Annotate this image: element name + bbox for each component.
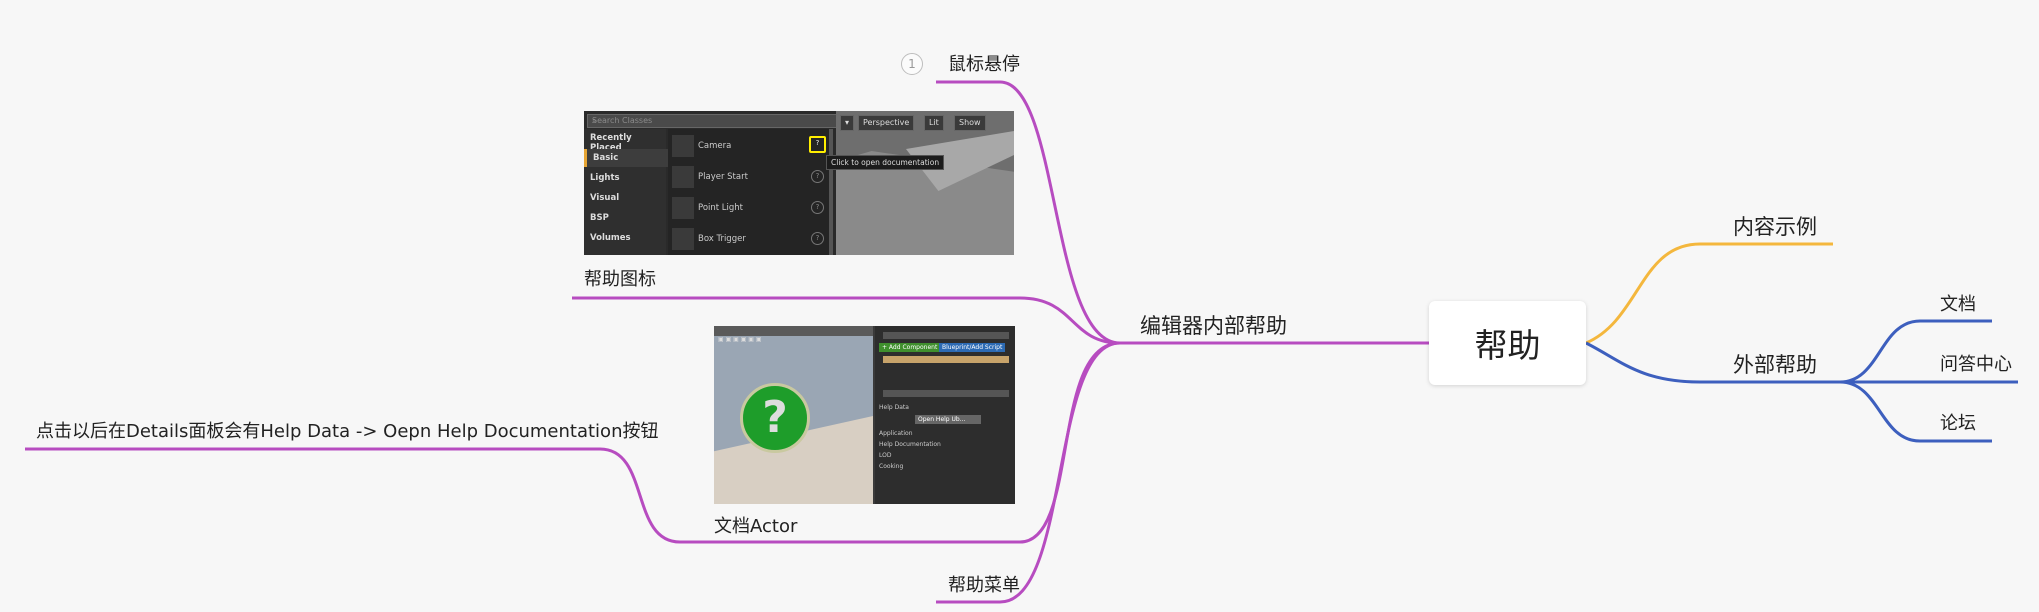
actor-row: Point Light? bbox=[668, 193, 830, 223]
node-help-menu[interactable]: 帮助菜单 bbox=[948, 575, 1020, 596]
box-trigger-icon bbox=[672, 228, 694, 250]
actor-row: Player Start? bbox=[668, 162, 830, 192]
search-classes-field: Search Classes ⌕ bbox=[587, 114, 837, 128]
edge-editor-to-help-icon bbox=[572, 296, 1121, 345]
name-field bbox=[883, 332, 1009, 339]
node-editor-help[interactable]: 编辑器内部帮助 bbox=[1140, 314, 1287, 338]
node-mouse-hover[interactable]: 鼠标悬停 bbox=[948, 54, 1020, 75]
category-list: Recently Placed Basic Lights Visual BSP … bbox=[584, 129, 669, 255]
node-help-icon[interactable]: 帮助图标 bbox=[584, 269, 656, 290]
component-row bbox=[883, 356, 1009, 363]
details-section: Application bbox=[879, 430, 913, 437]
node-qa-center[interactable]: 问答中心 bbox=[1940, 354, 2012, 375]
details-panel: + Add Component ▾ Blueprint/Add Script H… bbox=[875, 326, 1015, 504]
edge-doc-actor-to-note bbox=[25, 447, 710, 544]
tooltip: Click to open documentation bbox=[826, 155, 945, 170]
edge-root-to-content-examples bbox=[1585, 242, 1833, 345]
details-section: LOD bbox=[879, 452, 892, 459]
viewport-menu-icon: ▾ bbox=[840, 115, 855, 131]
node-content-examples[interactable]: 内容示例 bbox=[1733, 215, 1817, 239]
light-bulb-icon bbox=[672, 197, 694, 219]
edge-external-to-docs bbox=[1839, 319, 1992, 384]
edge-root-to-external-help bbox=[1585, 341, 1840, 384]
help-icon-screenshot: Search Classes ⌕ Recently Placed Basic L… bbox=[584, 111, 1014, 255]
viewport: ▾ Perspective Lit Show bbox=[836, 111, 1014, 255]
search-icon: ⌕ bbox=[592, 116, 597, 125]
category-item: Volumes bbox=[590, 233, 631, 243]
category-item: Basic bbox=[584, 149, 669, 167]
help-question-icon: ? bbox=[811, 201, 824, 214]
viewport-toolbar: ▣ ▣ ▣ ▣ ▣ ▣ bbox=[714, 326, 873, 343]
actor-row: Camera? bbox=[668, 131, 830, 161]
open-help-button: Open Help Ub... bbox=[915, 415, 981, 424]
search-details-field bbox=[883, 390, 1009, 397]
help-question-icon: ? bbox=[809, 136, 826, 153]
details-section: Help Documentation bbox=[879, 441, 941, 448]
edge-external-to-forum bbox=[1839, 380, 1992, 443]
category-item: Lights bbox=[590, 173, 620, 183]
add-component-button: + Add Component ▾ bbox=[879, 343, 946, 352]
help-question-icon: ? bbox=[811, 232, 824, 245]
node-external-help[interactable]: 外部帮助 bbox=[1733, 353, 1817, 377]
node-details-note[interactable]: 点击以后在Details面板会有Help Data -> Oepn Help D… bbox=[36, 421, 659, 442]
viewport-button: Show bbox=[954, 115, 986, 131]
edge-editor-to-hover bbox=[936, 80, 1121, 345]
actor-row: Box Trigger? bbox=[668, 224, 830, 254]
camera-icon bbox=[672, 135, 694, 157]
details-section: Help Data bbox=[879, 404, 909, 411]
category-item: Visual bbox=[590, 193, 620, 203]
node-docs[interactable]: 文档 bbox=[1940, 294, 1976, 315]
details-section: Cooking bbox=[879, 463, 904, 470]
blueprint-button: Blueprint/Add Script bbox=[939, 343, 1006, 352]
doc-actor-screenshot: ▣ ▣ ▣ ▣ ▣ ▣ ? + Add Component ▾ Blueprin… bbox=[714, 326, 1015, 504]
root-node-label: 帮助 bbox=[1474, 326, 1541, 365]
viewport-button: Perspective bbox=[858, 115, 915, 131]
viewport: ▣ ▣ ▣ ▣ ▣ ▣ ? bbox=[714, 326, 873, 504]
viewport-button: Lit bbox=[924, 115, 944, 131]
category-item: Recently Placed bbox=[590, 133, 632, 153]
player-start-icon bbox=[672, 166, 694, 188]
actor-list: Camera? Player Start? Point Light? Box T… bbox=[668, 129, 830, 255]
root-node[interactable]: 帮助 bbox=[1429, 301, 1586, 385]
search-placeholder: Search Classes bbox=[592, 116, 653, 125]
marker-number: 1 bbox=[901, 53, 923, 75]
edge-editor-to-help-menu bbox=[936, 341, 1121, 604]
category-item: BSP bbox=[590, 213, 609, 223]
scrollbar bbox=[829, 129, 833, 255]
node-doc-actor[interactable]: 文档Actor bbox=[714, 516, 798, 537]
node-forum[interactable]: 论坛 bbox=[1940, 413, 1976, 434]
help-question-icon: ? bbox=[811, 170, 824, 183]
help-question-icon: ? bbox=[740, 383, 810, 453]
